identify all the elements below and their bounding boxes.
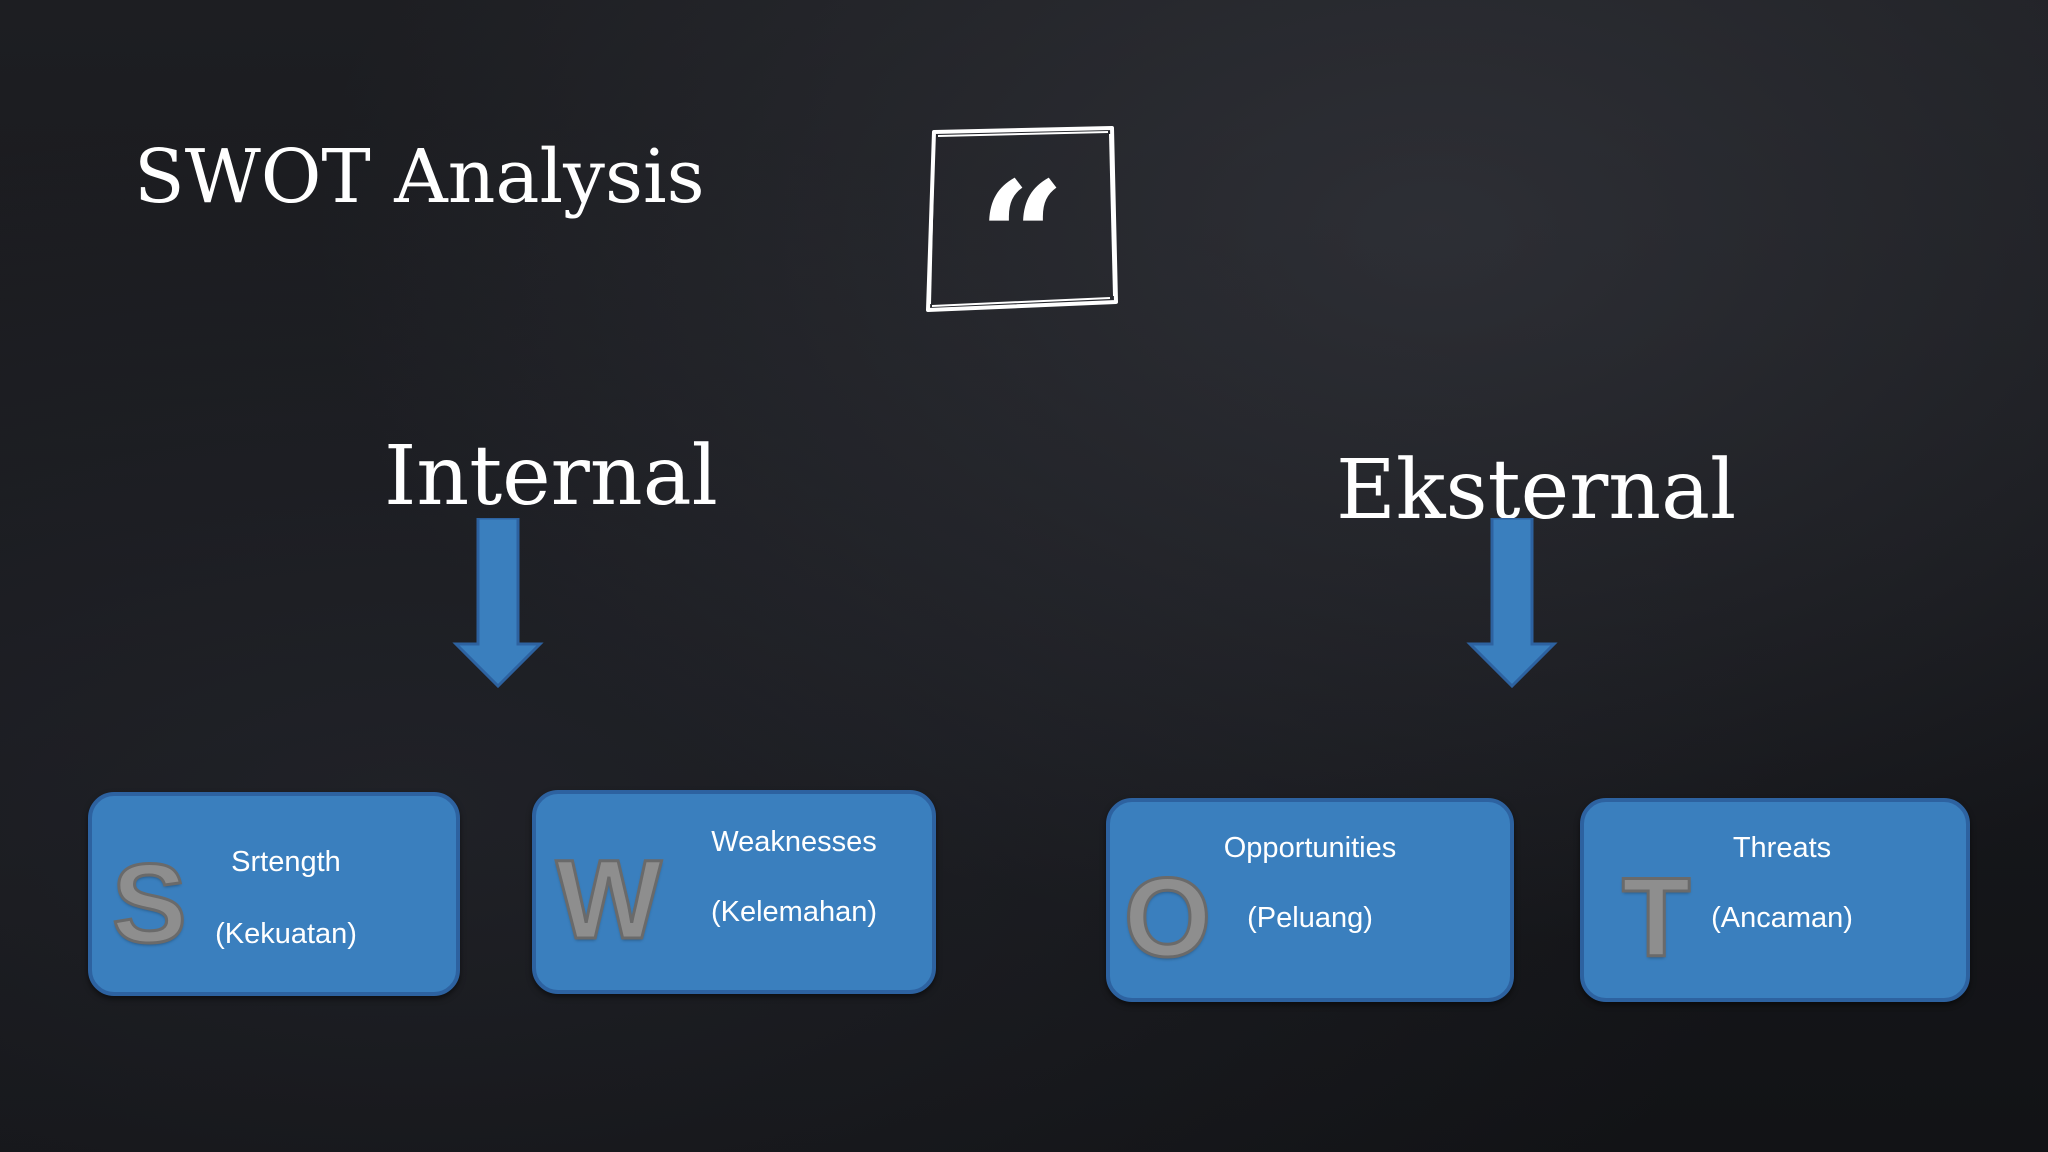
swot-letter: W bbox=[555, 837, 664, 962]
swot-letter: O bbox=[1122, 855, 1212, 980]
slide-title: SWOT Analysis bbox=[134, 134, 705, 220]
sketch-frame bbox=[926, 126, 1118, 312]
swot-letter: S bbox=[111, 841, 189, 966]
swot-label: Threats bbox=[1732, 832, 1832, 864]
swot-letter: T bbox=[1620, 855, 1691, 980]
heading-internal: Internal bbox=[384, 429, 718, 524]
swot-translation: (Kelemahan) bbox=[710, 896, 878, 928]
swot-label: Weaknesses bbox=[711, 826, 877, 858]
quote-mark: “ bbox=[978, 149, 1066, 325]
swot-translation: (Peluang) bbox=[1247, 902, 1373, 934]
down-arrow-icon bbox=[1466, 518, 1558, 688]
swot-translation: (Kekuatan) bbox=[215, 918, 357, 950]
swot-label: Srtength bbox=[231, 846, 341, 878]
swot-box-weaknesses: W Weaknesses (Kelemahan) bbox=[532, 790, 936, 994]
swot-box-strength: S Srtength (Kekuatan) bbox=[88, 792, 460, 996]
heading-eksternal: Eksternal bbox=[1336, 443, 1737, 538]
swot-box-threats: T Threats (Ancaman) bbox=[1580, 798, 1970, 1002]
swot-translation: (Ancaman) bbox=[1711, 902, 1853, 934]
swot-label: Opportunities bbox=[1223, 832, 1397, 864]
down-arrow-icon bbox=[452, 518, 544, 688]
quote-icon: “ bbox=[924, 124, 1120, 314]
swot-box-opportunities: O Opportunities (Peluang) bbox=[1106, 798, 1514, 1002]
